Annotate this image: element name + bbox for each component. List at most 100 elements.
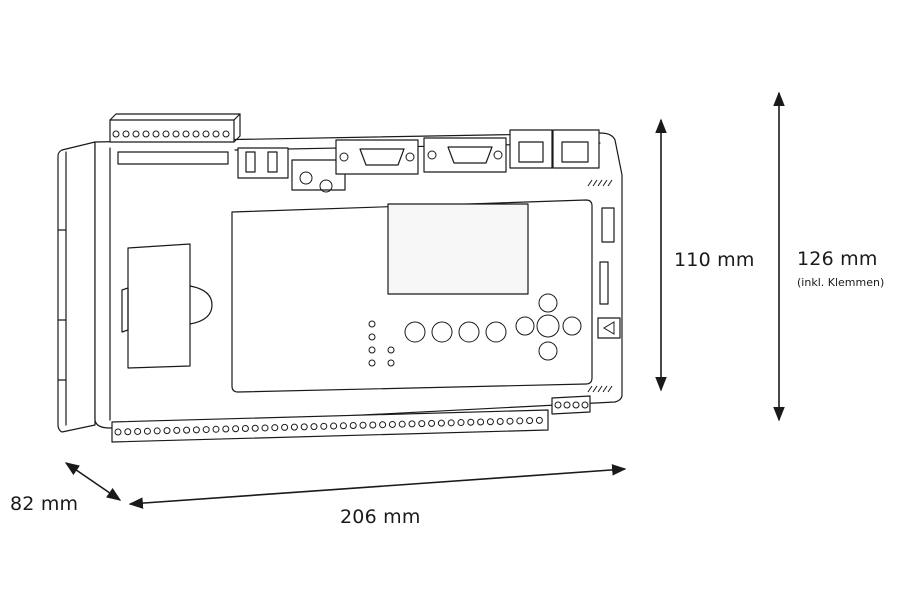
terminal-screw — [162, 130, 170, 138]
status-led — [368, 333, 376, 341]
terminal-screw — [581, 401, 589, 409]
terminal-screw — [437, 419, 445, 427]
port-screw — [405, 152, 415, 162]
terminal-screw — [310, 423, 318, 431]
serial-port-2-housing — [423, 137, 507, 173]
nav-up-key — [538, 293, 558, 313]
vent-slit — [597, 179, 603, 187]
side-cover — [127, 243, 191, 369]
terminal-screw — [496, 417, 504, 425]
din-rail-housing — [57, 141, 96, 433]
terminal-screw — [486, 418, 494, 426]
terminal-screw — [212, 425, 220, 433]
depth-dimension-arrow — [64, 462, 122, 501]
terminal-screw — [183, 426, 191, 434]
label-strip — [117, 151, 229, 165]
vent-slit — [592, 385, 598, 393]
terminal-screw — [251, 424, 259, 432]
terminal-screw — [122, 130, 130, 138]
vent-slit — [602, 385, 608, 393]
terminal-screw — [408, 420, 416, 428]
terminal-screw — [526, 417, 534, 425]
height-total-note: (inkl. Klemmen) — [797, 276, 885, 289]
terminal-screw — [192, 426, 200, 434]
terminal-screw — [112, 130, 120, 138]
terminal-screw — [114, 428, 122, 436]
terminal-screw — [182, 130, 190, 138]
nav-center-key — [536, 314, 560, 338]
terminal-screw — [563, 401, 571, 409]
terminal-screw — [281, 423, 289, 431]
lcd-display — [387, 203, 529, 295]
nav-down-key — [538, 341, 558, 361]
triangle-icon — [603, 321, 615, 335]
menu-button — [597, 317, 621, 339]
terminal-screw — [290, 423, 298, 431]
terminal-screw — [222, 130, 230, 138]
vent-slit — [587, 385, 593, 393]
terminal-screw — [379, 421, 387, 429]
terminal-screw — [535, 416, 543, 424]
terminal-screw — [388, 420, 396, 428]
width-dimension-arrow — [128, 464, 627, 509]
usb-side-port — [601, 207, 615, 243]
vent-slit — [597, 385, 603, 393]
terminal-screw — [152, 130, 160, 138]
terminal-screw — [477, 418, 485, 426]
terminal-screw — [359, 421, 367, 429]
height-body-label: 110 mm — [674, 249, 755, 271]
vent-slit — [607, 385, 613, 393]
terminal-screw — [572, 401, 580, 409]
vent-slit — [602, 179, 608, 187]
terminal-screw — [271, 424, 279, 432]
terminal-screw — [153, 427, 161, 435]
top-terminal-block — [109, 113, 241, 143]
port-screw — [427, 150, 437, 160]
terminal-screw — [124, 428, 132, 436]
terminal-screw — [192, 130, 200, 138]
terminal-screw — [173, 426, 181, 434]
function-key — [431, 321, 453, 343]
terminal-screw — [143, 427, 151, 435]
status-led — [387, 346, 395, 354]
terminal-screw — [349, 422, 357, 430]
terminal-screw — [212, 130, 220, 138]
bottom-terminal-block — [111, 395, 591, 443]
serial-port-1-housing — [335, 139, 419, 175]
terminal-screw — [467, 418, 475, 426]
depth-label: 82 mm — [10, 493, 79, 515]
terminal-screw — [554, 401, 562, 409]
terminal-screw — [339, 422, 347, 430]
port-screw — [339, 152, 349, 162]
status-led — [368, 359, 376, 367]
vent-slit — [587, 179, 593, 187]
terminal-screw — [516, 417, 524, 425]
terminal-screw — [428, 419, 436, 427]
terminal-screw — [202, 426, 210, 434]
sd-card-slot — [599, 261, 609, 305]
status-led — [368, 346, 376, 354]
terminal-screw — [369, 421, 377, 429]
vent-slit — [607, 179, 613, 187]
terminal-screw — [300, 423, 308, 431]
status-led — [368, 320, 376, 328]
function-key — [458, 321, 480, 343]
terminal-screw — [232, 425, 240, 433]
nav-left-key — [515, 316, 535, 336]
terminal-screw — [241, 424, 249, 432]
status-led — [387, 359, 395, 367]
terminal-screw — [447, 419, 455, 427]
terminal-screw — [202, 130, 210, 138]
terminal-screw — [222, 425, 230, 433]
function-key — [485, 321, 507, 343]
vent-slit — [592, 179, 598, 187]
antenna-knob — [299, 171, 313, 185]
antenna-connector — [291, 159, 346, 191]
port-screw — [493, 150, 503, 160]
width-label: 206 mm — [340, 506, 421, 528]
terminal-screw — [163, 427, 171, 435]
terminal-screw — [506, 417, 514, 425]
terminal-screw — [142, 130, 150, 138]
